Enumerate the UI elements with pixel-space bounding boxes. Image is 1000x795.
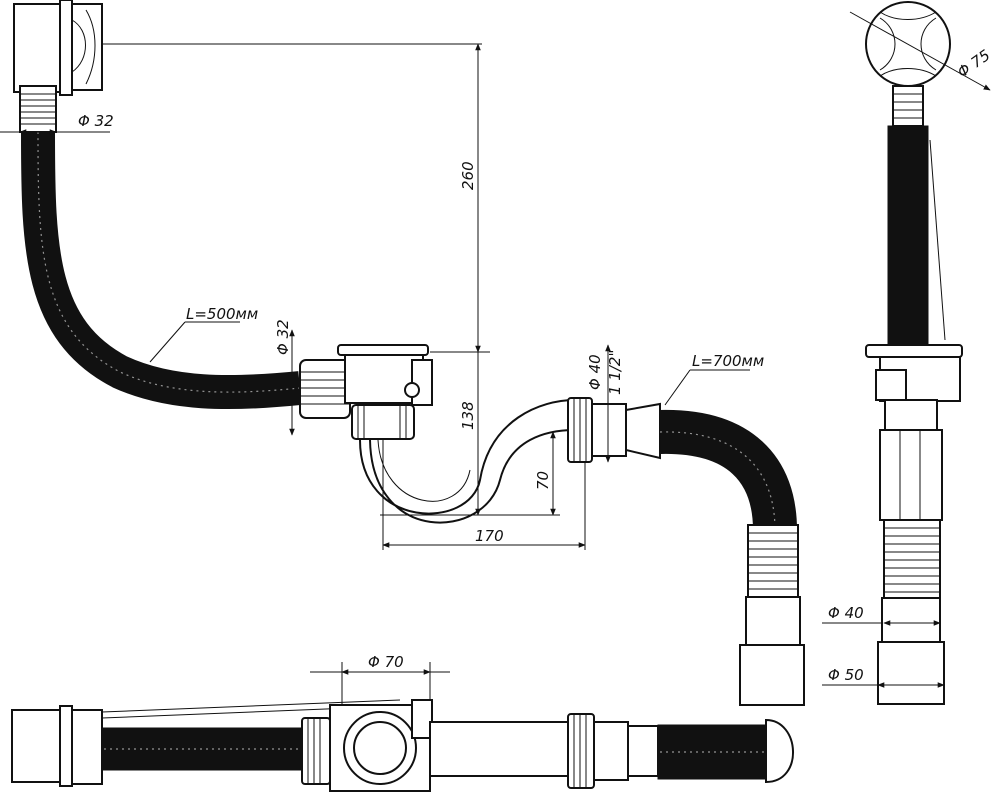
label-dia-end-50: Φ 50 bbox=[828, 666, 864, 684]
drain-hose bbox=[625, 402, 805, 706]
label-height-260: 260 bbox=[459, 161, 477, 190]
label-dia-overflow-top: Φ 32 bbox=[78, 112, 114, 130]
overflow-head bbox=[13, 0, 103, 133]
dimensions-front bbox=[0, 43, 750, 550]
label-dia-overflow-joint: Φ 32 bbox=[274, 319, 292, 355]
label-width-170: 170 bbox=[475, 527, 504, 545]
label-overflow-hose-length: L=500мм bbox=[186, 305, 258, 323]
label-thread-outlet: 1 1/2" bbox=[606, 350, 624, 395]
label-height-138: 138 bbox=[459, 401, 477, 430]
label-dia-drain-70: Φ 70 bbox=[368, 653, 404, 671]
label-height-70: 70 bbox=[534, 471, 552, 490]
top-view: Φ 70 bbox=[11, 653, 794, 792]
drain-body bbox=[337, 344, 433, 440]
front-view: Φ 32 L=500мм 260 Φ 32 138 70 170 Φ 40 1 … bbox=[0, 0, 805, 706]
label-drain-hose-length: L=700мм bbox=[692, 352, 764, 370]
label-dia-end-40: Φ 40 bbox=[828, 604, 864, 622]
label-dia-overflow-head: Φ 75 bbox=[954, 46, 994, 81]
overflow-hose bbox=[21, 131, 302, 410]
label-dia-outlet: Φ 40 bbox=[586, 354, 604, 390]
outlet-nut bbox=[567, 397, 627, 463]
side-view: Φ 75 Φ 40 Φ 50 bbox=[822, 1, 994, 705]
